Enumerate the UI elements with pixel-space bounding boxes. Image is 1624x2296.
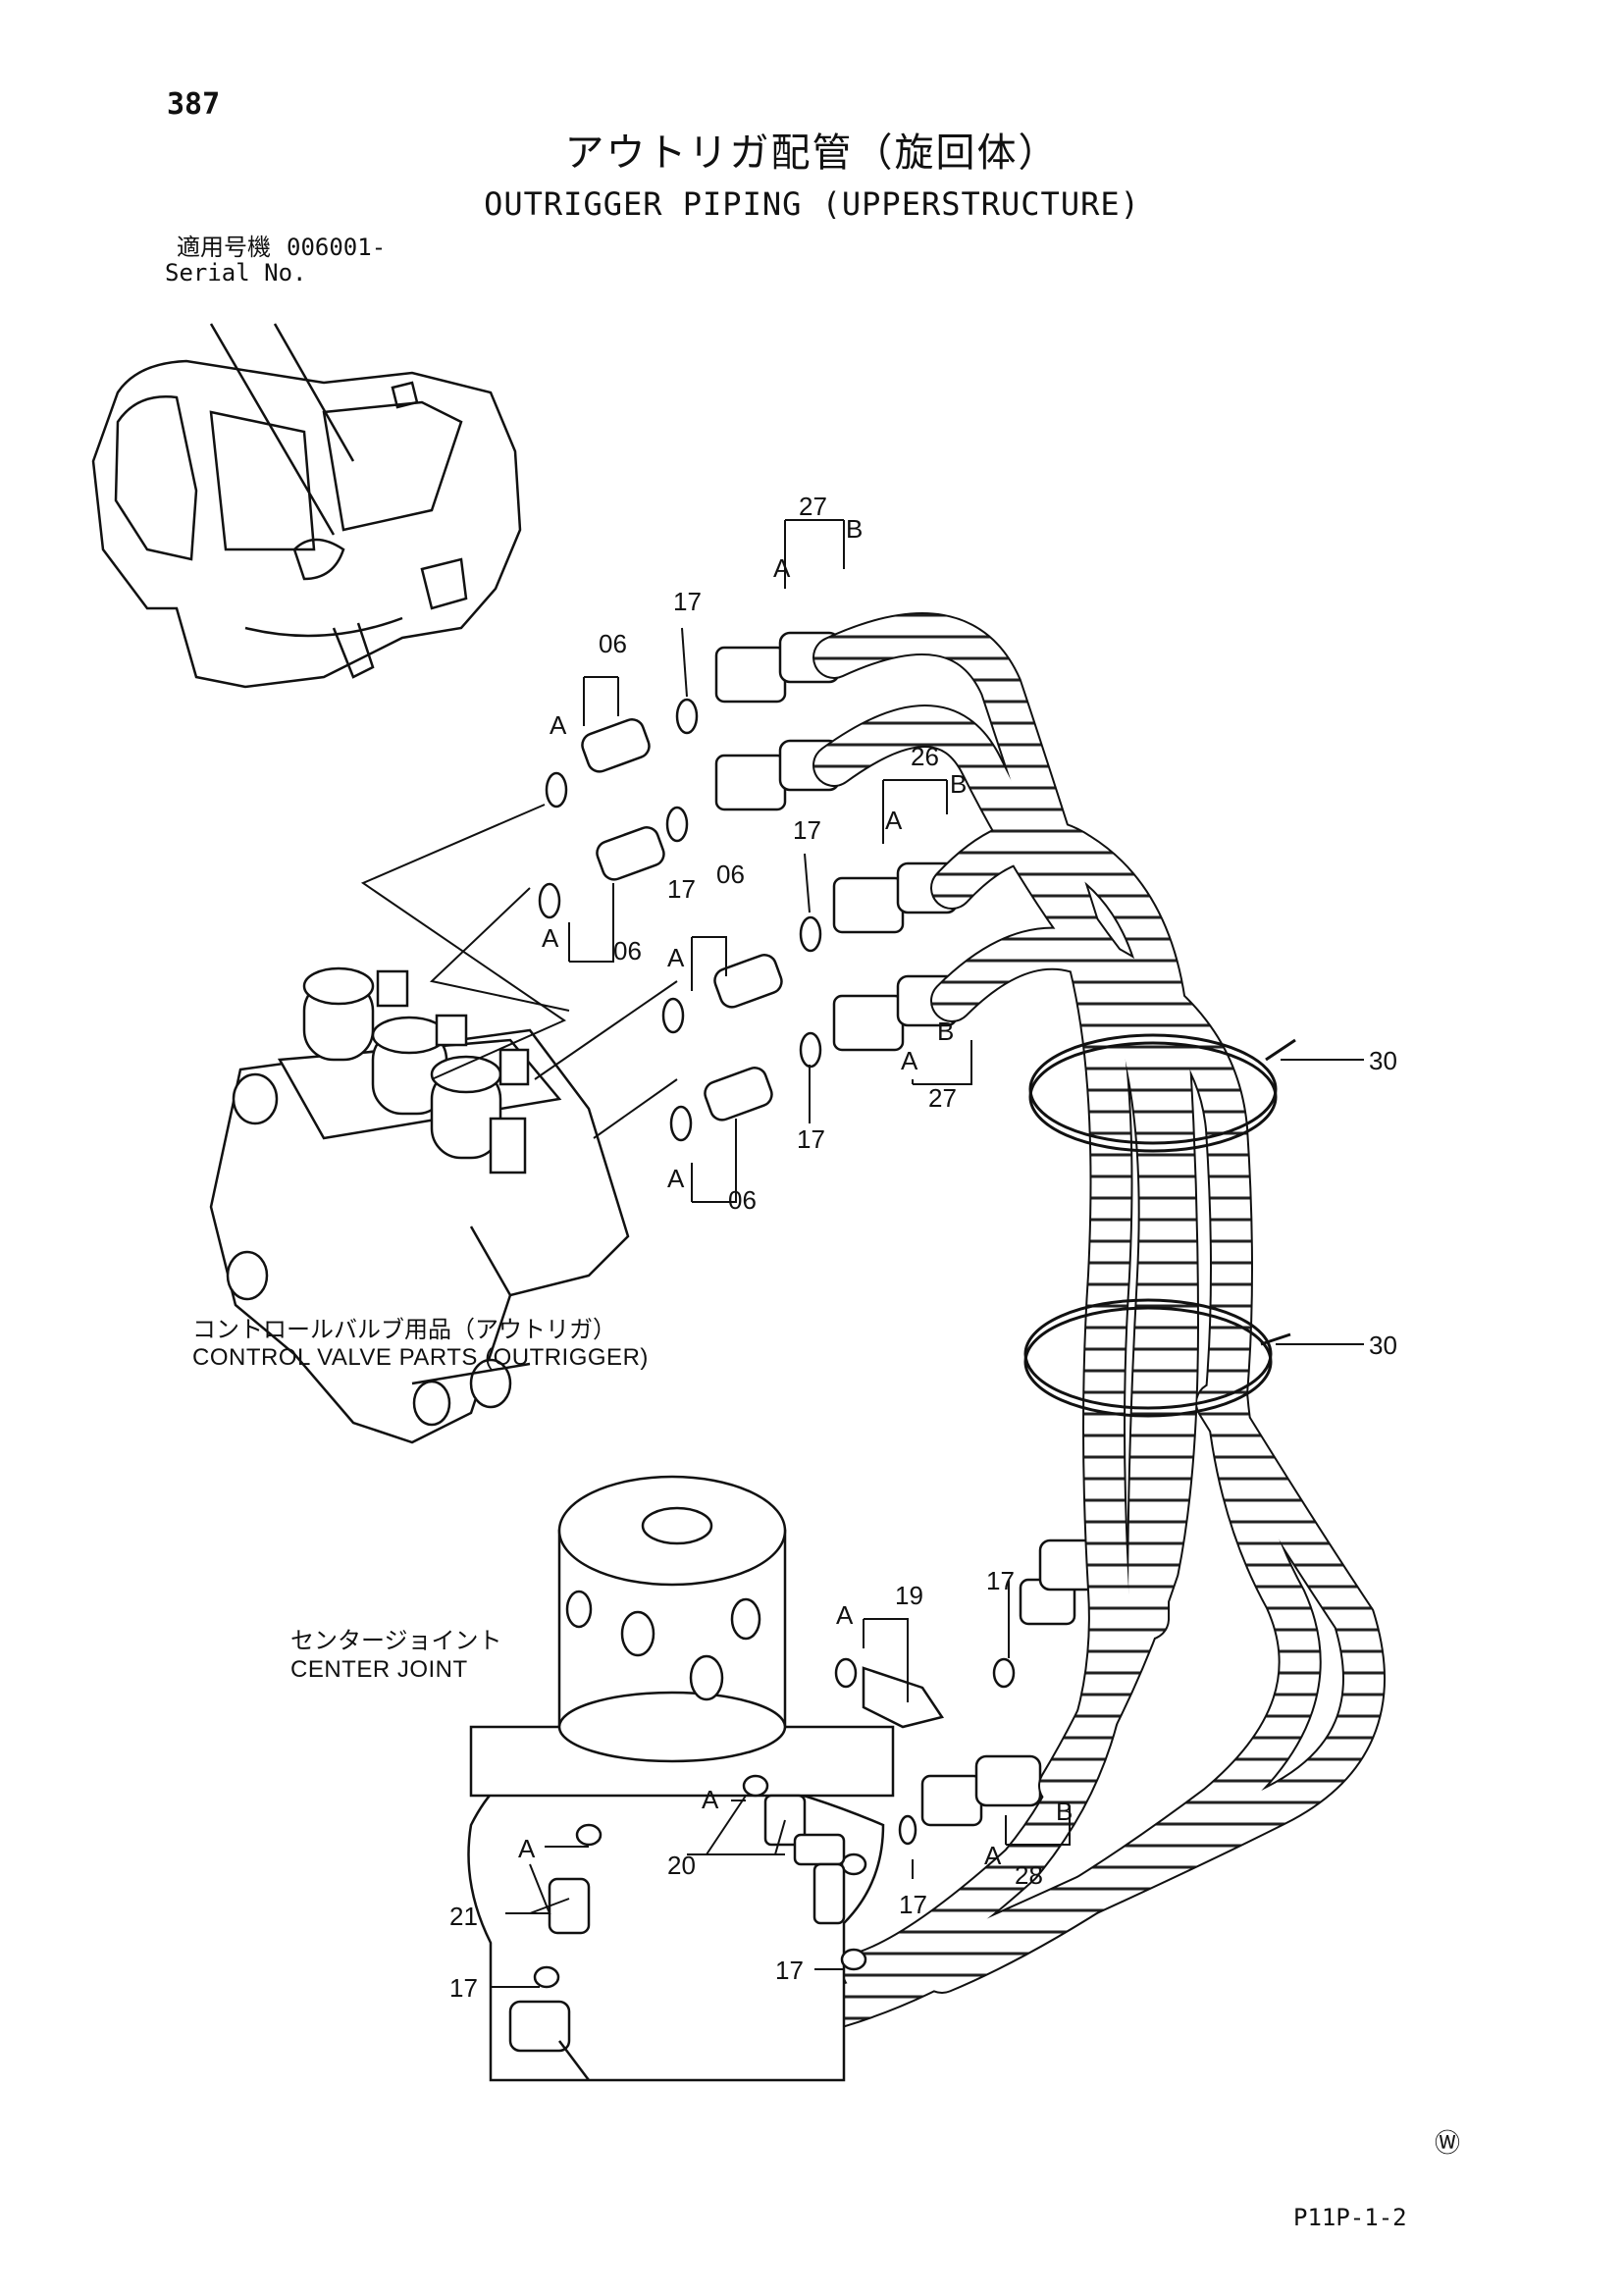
callout-06-c-a: A <box>542 923 559 953</box>
callout-17-c: 17 <box>667 874 696 904</box>
callout-19: 19 <box>895 1581 923 1610</box>
callout-06-c: 06 <box>613 936 642 965</box>
serial-value: 006001- <box>287 234 387 261</box>
callout-06-d-a: A <box>667 1164 685 1193</box>
callout-17-f: 17 <box>449 1973 478 2003</box>
callout-cj-a1: A <box>702 1785 719 1814</box>
callout-27-top: 27 <box>799 492 827 521</box>
callout-17-d: 17 <box>797 1124 825 1154</box>
callout-17-g: 17 <box>775 1956 804 1985</box>
callout-06-a-a: A <box>550 710 567 740</box>
callout-26-b: B <box>950 769 967 799</box>
center-joint-illustration <box>467 1475 1016 2082</box>
callout-17-h: 17 <box>899 1890 927 1919</box>
w-mark-icon: Ⓦ <box>1435 2129 1461 2159</box>
callout-28: 28 <box>1015 1860 1043 1890</box>
reference-lines <box>360 804 678 1139</box>
callout-28-a: A <box>984 1841 1002 1870</box>
control-valve-caption-en: CONTROL VALVE PARTS (OUTRIGGER) <box>192 1344 649 1371</box>
callout-30-a: 30 <box>1369 1046 1397 1075</box>
callout-27-b: B <box>846 514 863 544</box>
callout-06-a: 06 <box>599 629 627 658</box>
serial-label-english: Serial No. <box>165 259 307 287</box>
control-valve-illustration <box>209 966 630 1444</box>
callout-26: 26 <box>911 742 939 771</box>
callout-30-b: 30 <box>1369 1331 1397 1360</box>
title-japanese: アウトリガ配管（旋回体） <box>564 130 1060 176</box>
callout-26-a: A <box>885 806 903 835</box>
excavator-cab-illustration <box>91 323 522 689</box>
callout-27-a2: A <box>901 1046 918 1075</box>
callout-06-d: 06 <box>728 1185 757 1215</box>
callout-27-a: A <box>773 553 791 583</box>
callout-06-b-a: A <box>667 943 685 972</box>
callout-17-b: 17 <box>793 815 821 845</box>
callout-leaders <box>491 519 1364 1988</box>
callout-27-mid: 27 <box>928 1083 957 1113</box>
callout-20: 20 <box>667 1851 696 1880</box>
callout-06-b: 06 <box>716 860 745 889</box>
callout-28-b: B <box>1056 1797 1073 1826</box>
callout-labels: 27 A B 06 A 17 26 A B 17 17 06 06 A A B … <box>449 492 1397 2003</box>
center-joint-caption-en: CENTER JOINT <box>290 1656 468 1683</box>
serial-label-japanese: 適用号機 <box>177 234 271 261</box>
page-number: 387 <box>167 87 221 122</box>
callout-19-a: A <box>836 1600 854 1630</box>
callout-17-e: 17 <box>986 1566 1015 1595</box>
center-joint-caption-ja: センタージョイント <box>290 1627 502 1654</box>
reference-code: P11P-1-2 <box>1293 2204 1407 2231</box>
callout-17-a: 17 <box>673 587 702 616</box>
callout-21: 21 <box>449 1902 478 1931</box>
title-english: OUTRIGGER PIPING (UPPERSTRUCTURE) <box>484 185 1140 223</box>
callout-cj-a2: A <box>518 1834 536 1863</box>
callout-27-b2: B <box>937 1017 954 1046</box>
control-valve-caption-ja: コントロールバルブ用品（アウトリガ） <box>192 1316 616 1343</box>
nipple-fittings <box>538 698 822 1142</box>
hose-clamps <box>1023 1033 1296 1418</box>
